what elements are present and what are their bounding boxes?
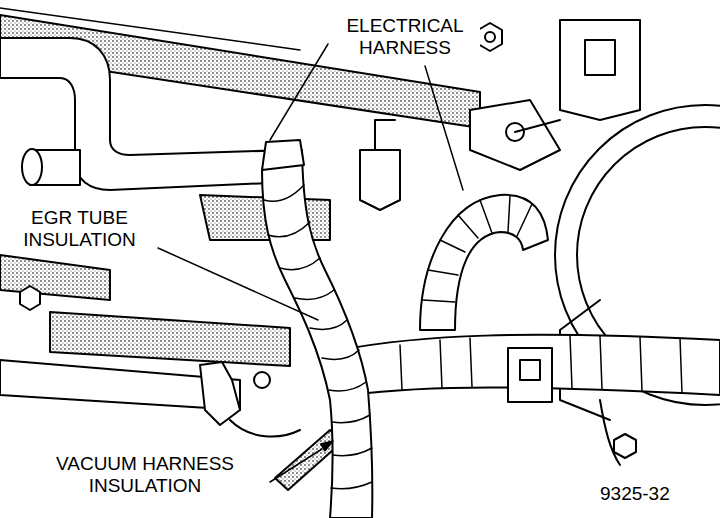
- lower-tubes: [20, 286, 40, 310]
- lower-tubes: [254, 372, 270, 388]
- figure-number: 9325-32: [598, 482, 672, 506]
- insulation-hose: [264, 185, 372, 489]
- lower-tubes: [50, 312, 290, 366]
- lower-harness: [614, 434, 636, 458]
- part-label: VACUUM HARNESS INSULATION: [25, 452, 265, 498]
- leader-lines: [270, 44, 328, 140]
- egr-tube: [0, 38, 292, 190]
- part-label: ELECTRICAL HARNESS: [330, 14, 480, 60]
- lower-tubes: [0, 255, 110, 300]
- egr-tube: [375, 120, 395, 150]
- leader-lines: [425, 66, 463, 190]
- bracket: [485, 32, 495, 42]
- leader-lines: [270, 449, 322, 482]
- insulation-hose: [262, 140, 372, 518]
- bracket: [470, 100, 560, 170]
- lower-harness: [508, 348, 552, 402]
- leader-lines: [158, 44, 463, 482]
- electrical-harness: [420, 195, 548, 330]
- lower-harness: [600, 400, 620, 465]
- bracket: [478, 23, 502, 51]
- electrical-harness: [420, 195, 548, 330]
- part-label: EGR TUBE INSULATION: [2, 206, 157, 252]
- leader-lines: [158, 248, 318, 320]
- insulation-hose: [262, 150, 372, 518]
- lower-harness: [520, 360, 540, 380]
- leader-lines: [321, 441, 333, 451]
- bracket: [585, 40, 615, 75]
- engine-illustration: [0, 8, 720, 518]
- lower-tubes: [0, 255, 300, 437]
- bracket: [560, 20, 640, 120]
- egr-tube: [22, 149, 42, 185]
- insulation-hose: [262, 140, 304, 170]
- lower-tubes: [230, 420, 300, 437]
- lower-tubes: [200, 362, 240, 425]
- electrical-harness: [423, 196, 532, 302]
- bracket: [515, 120, 560, 132]
- egr-tube: [360, 150, 400, 210]
- lower-harness: [340, 335, 720, 465]
